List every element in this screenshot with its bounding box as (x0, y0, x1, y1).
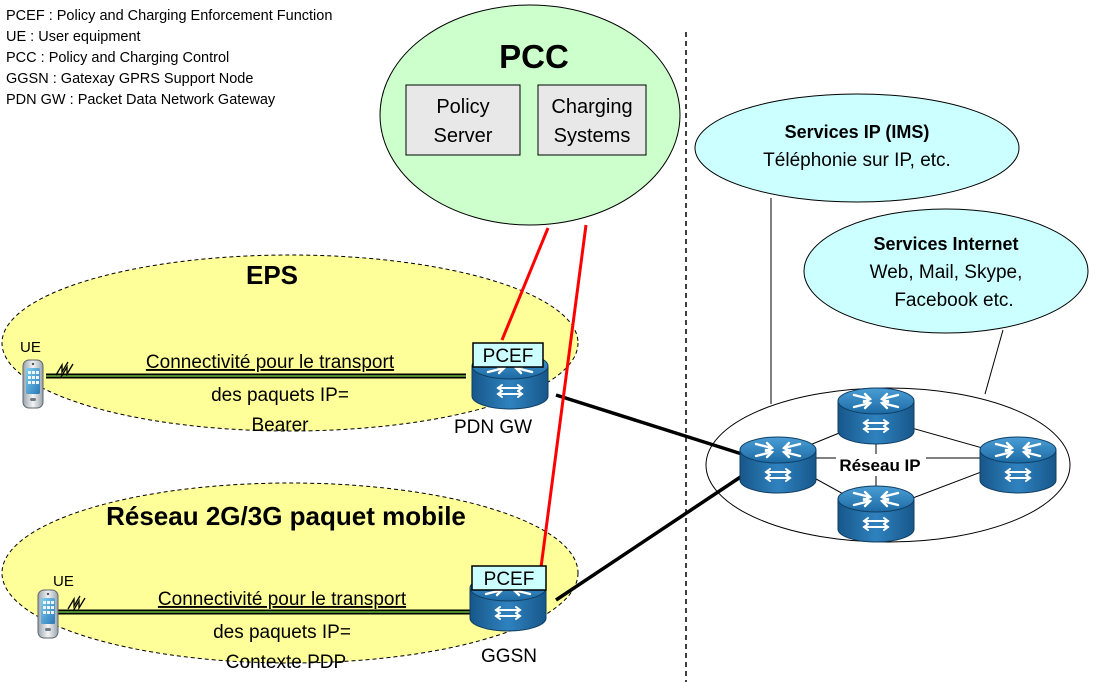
policy-server-label-2: Server (434, 125, 493, 147)
eps-connectivity-line1: Connectivité pour le transport (146, 352, 395, 373)
eps-title: EPS (246, 260, 298, 290)
mobile-phone-icon (37, 589, 59, 639)
services-ip-subtitle: Téléphonie sur IP, etc. (763, 150, 951, 171)
eps-ellipse (1, 254, 579, 432)
mobile-connectivity-line2: des paquets IP= (213, 622, 351, 643)
mobile-2g3g-title: Réseau 2G/3G paquet mobile (106, 501, 466, 531)
eps-ue-label: UE (20, 339, 41, 356)
policy-server-label-1: Policy (436, 96, 489, 118)
eps-connectivity-line3: Bearer (251, 415, 309, 436)
services-internet-line2: Web, Mail, Skype, (870, 262, 1023, 283)
ip-router-left-icon (738, 435, 818, 495)
internet-link (984, 329, 1004, 395)
ip-router-top-icon (836, 386, 916, 446)
policy-server-box (405, 84, 521, 156)
ggsn-label: GGSN (481, 646, 537, 667)
services-ip-title: Services IP (IMS) (785, 122, 930, 142)
legend-item: UE : User equipment (6, 29, 141, 45)
legend-item: PDN GW : Packet Data Network Gateway (6, 92, 276, 108)
ip-network-label: Réseau IP (839, 456, 920, 475)
pdngw-backbone-link (555, 393, 746, 457)
eps-phone-icon (22, 359, 44, 409)
mobile-connectivity-line1: Connectivité pour le transport (158, 589, 407, 610)
ggsn-backbone-link (555, 470, 749, 602)
charging-systems-label-1: Charging (551, 96, 632, 118)
mobile-2g3g-ellipse (1, 482, 579, 664)
pcc-ellipse (379, 4, 681, 226)
charging-systems-box (537, 84, 647, 156)
ggsn-pcef-box (471, 565, 547, 591)
pcc-title: PCC (499, 38, 569, 75)
pdngw-pcef-label: PCEF (483, 346, 534, 367)
ip-router-right-icon (978, 435, 1058, 495)
services-internet-ellipse (803, 208, 1089, 334)
acronym-legend: PCEF : Policy and Charging Enforcement F… (6, 6, 332, 111)
pdn-gw-label: PDN GW (454, 417, 532, 438)
pdngw-pcef-box (472, 342, 544, 368)
pcc-pdngw-policy-link (500, 227, 550, 341)
legend-item: PCC : Policy and Charging Control (6, 50, 230, 66)
ip-router-bottom-icon (836, 484, 916, 544)
eps-connectivity-line2: des paquets IP= (211, 385, 349, 406)
legend-item: PCEF : Policy and Charging Enforcement F… (6, 8, 333, 24)
mobile-connectivity-line3: Contexte PDP (226, 652, 346, 673)
charging-systems-label-2: Systems (554, 125, 631, 147)
services-internet-line3: Facebook etc. (894, 290, 1013, 311)
pcc-ggsn-policy-link (538, 224, 588, 576)
legend-item: GGSN : Gatexay GPRS Support Node (6, 71, 254, 87)
mobile-ue-label: UE (53, 573, 74, 590)
services-internet-title: Services Internet (873, 234, 1018, 254)
ggsn-pcef-label: PCEF (484, 569, 535, 590)
services-ip-ellipse (694, 93, 1020, 203)
